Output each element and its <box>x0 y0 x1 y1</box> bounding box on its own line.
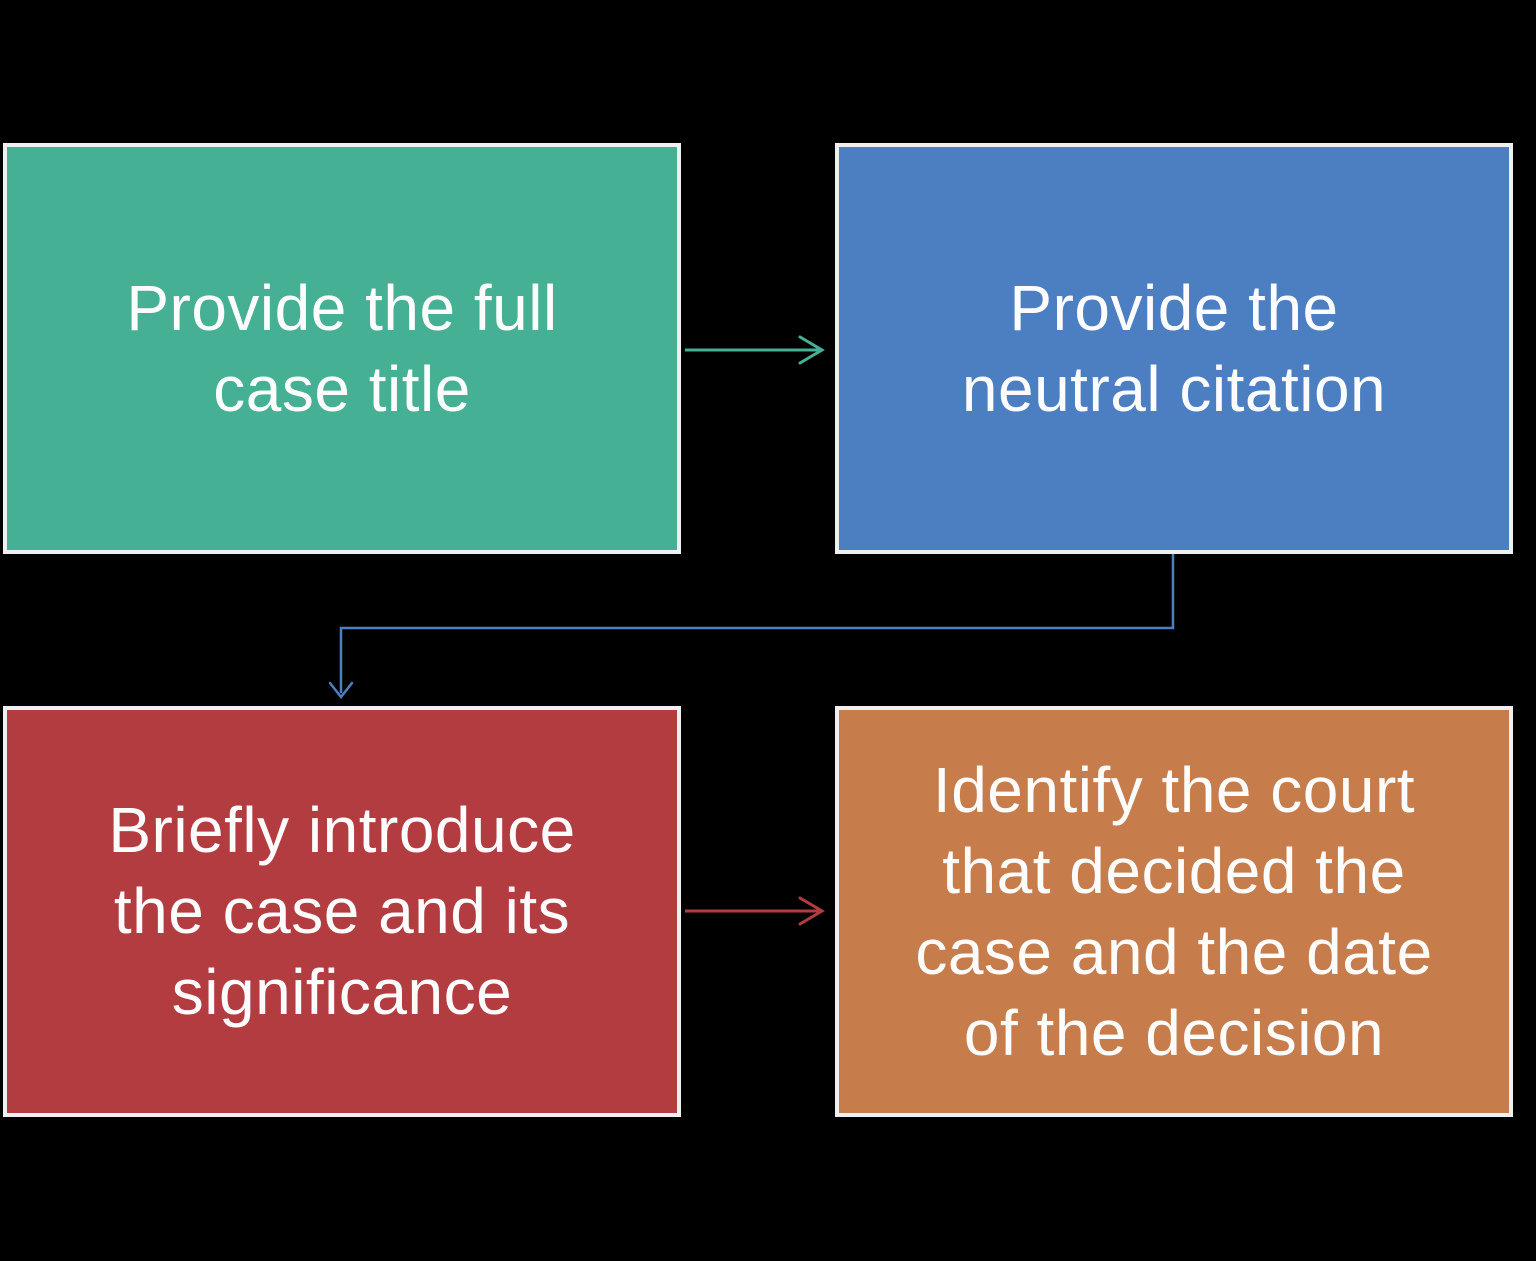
flowchart-node-step-2-label: Provide the neutral citation <box>961 271 1387 425</box>
arrowhead-right-icon <box>798 896 825 926</box>
flowchart-node-step-3: Briefly introduce the case and its signi… <box>3 706 681 1117</box>
flowchart-node-step-3-label: Briefly introduce the case and its signi… <box>108 794 576 1028</box>
flowchart-node-step-1: Provide the full case title <box>3 143 681 554</box>
flowchart-node-step-4-label: Identify the court that decided the case… <box>915 753 1433 1069</box>
flowchart-node-step-1-label: Provide the full case title <box>126 271 558 425</box>
connector-line <box>339 554 1175 693</box>
flowchart-node-step-4: Identify the court that decided the case… <box>835 706 1513 1117</box>
arrowhead-down-icon <box>328 681 354 700</box>
connector-step3-to-step4 <box>685 896 825 926</box>
connector-step2-to-step3 <box>328 554 1175 700</box>
flowchart-node-step-2: Provide the neutral citation <box>835 143 1513 554</box>
arrowhead-right-icon <box>798 335 825 365</box>
connector-step1-to-step2 <box>685 335 825 365</box>
